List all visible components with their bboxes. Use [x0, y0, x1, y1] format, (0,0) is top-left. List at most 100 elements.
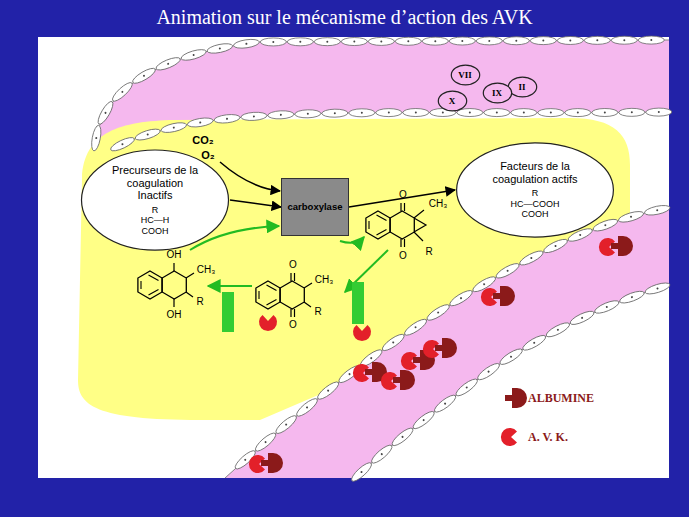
endothelial-cell — [425, 302, 451, 323]
atom-label: CH₃ — [315, 275, 334, 285]
endothelial-cell — [432, 393, 458, 415]
bond — [401, 203, 426, 247]
endothelial-cell — [618, 289, 645, 305]
endothelial-cell — [584, 36, 610, 44]
endothelial-cell — [268, 110, 294, 119]
node-label: VII — [458, 70, 472, 80]
endothelial-cell — [644, 281, 671, 296]
endothelial-cell — [341, 37, 367, 45]
endothelial-cell — [503, 37, 529, 45]
formula-text: R — [152, 205, 159, 215]
precursor-circle: Precurseurs de la coagulation InactifsRH… — [80, 149, 230, 251]
vessel-wall — [95, 40, 669, 150]
endothelial-cell — [315, 379, 340, 401]
endothelial-cell — [131, 66, 157, 86]
endothelial-cell — [565, 109, 591, 117]
endothelial-cell — [521, 333, 548, 353]
atom-label: OH — [167, 310, 182, 320]
formula-text: COOH — [522, 209, 549, 219]
endothelial-cell — [484, 109, 510, 117]
endothelial-cell — [593, 298, 620, 315]
endothelial-cell — [518, 248, 545, 267]
formula-text: HC—COOH — [511, 199, 560, 209]
cycle-arrow — [340, 237, 364, 243]
endothelial-cell — [233, 38, 260, 50]
endothelial-cell — [448, 288, 474, 308]
endothelial-cell — [369, 443, 394, 466]
molecule — [366, 211, 414, 239]
endothelial-cell — [498, 346, 524, 367]
endothelial-cell — [274, 413, 299, 436]
endothelial-cell — [644, 204, 671, 217]
enzyme-box: carboxylase — [281, 178, 349, 236]
endothelial-cell — [349, 460, 374, 483]
endothelial-cell — [542, 237, 569, 255]
endothelial-cell — [155, 55, 182, 72]
albumin-avk — [381, 370, 415, 390]
endothelial-cell — [314, 38, 340, 46]
atom-label: CH₃ — [429, 199, 448, 209]
albumin-avk — [249, 453, 283, 473]
avk-symbol — [259, 315, 277, 331]
vessel-wall — [112, 112, 669, 150]
bond — [291, 273, 312, 317]
atom-label: OH — [167, 250, 182, 260]
formula-text: R — [532, 189, 539, 199]
node-label: X — [449, 96, 456, 106]
albumin-avk — [599, 236, 633, 256]
endothelial-cell — [109, 135, 136, 153]
endothelial-cell — [349, 109, 375, 117]
endothelial-cell — [380, 332, 406, 353]
endothelial-cell — [96, 100, 116, 126]
molecule — [138, 271, 186, 299]
endothelial-cell — [134, 127, 161, 142]
endothelial-cell — [411, 409, 436, 431]
endothelial-cell — [592, 108, 618, 116]
vessel-wall — [225, 208, 669, 478]
albumin-avk — [481, 286, 515, 306]
endothelial-cell — [160, 121, 187, 135]
atom-label: R — [196, 297, 203, 307]
endothelial-cell — [390, 426, 415, 449]
avk-symbol — [501, 428, 517, 446]
factor-badge: X — [438, 91, 467, 111]
endothelial-cell — [180, 47, 207, 62]
endothelial-cell — [476, 37, 502, 45]
endothelial-cell — [511, 109, 537, 117]
endothelial-cell — [611, 36, 637, 44]
endothelial-cell — [206, 42, 233, 55]
avk-symbol — [353, 325, 371, 341]
arrow — [220, 162, 280, 191]
endothelial-cell — [287, 38, 313, 46]
endothelial-cell — [90, 125, 103, 152]
endothelial-cell — [494, 261, 521, 281]
endothelial-cell — [422, 37, 448, 45]
endothelial-cell — [322, 109, 348, 117]
endothelial-cell — [253, 431, 278, 454]
factor-badge: II — [508, 77, 537, 97]
molecule — [256, 281, 304, 309]
legend-text: A. V. K. — [528, 430, 568, 445]
title: Animation sur le mécanisme d’action des … — [0, 6, 689, 29]
endothelial-cell — [294, 396, 319, 419]
atom-label: O — [289, 320, 297, 330]
endothelial-cell — [545, 320, 572, 339]
endothelial-cell — [187, 116, 214, 128]
endothelial-cell — [241, 112, 267, 122]
endothelial-cell — [403, 108, 429, 116]
factor-badge: IX — [483, 83, 512, 103]
atom-label: CH₃ — [197, 265, 216, 275]
node-label: IX — [492, 88, 502, 98]
flow-arrow — [230, 200, 281, 207]
node-label: II — [518, 82, 525, 92]
endothelial-cell — [449, 37, 475, 45]
endothelial-cell — [646, 108, 672, 116]
factor-circle: Facteurs de la coagulation actifsRHC—COO… — [455, 142, 615, 238]
endothelial-cell — [260, 38, 286, 46]
endothelial-cell — [569, 309, 596, 327]
endothelial-cell — [403, 317, 429, 338]
inhibition-bar — [222, 292, 234, 332]
panel — [38, 37, 669, 478]
